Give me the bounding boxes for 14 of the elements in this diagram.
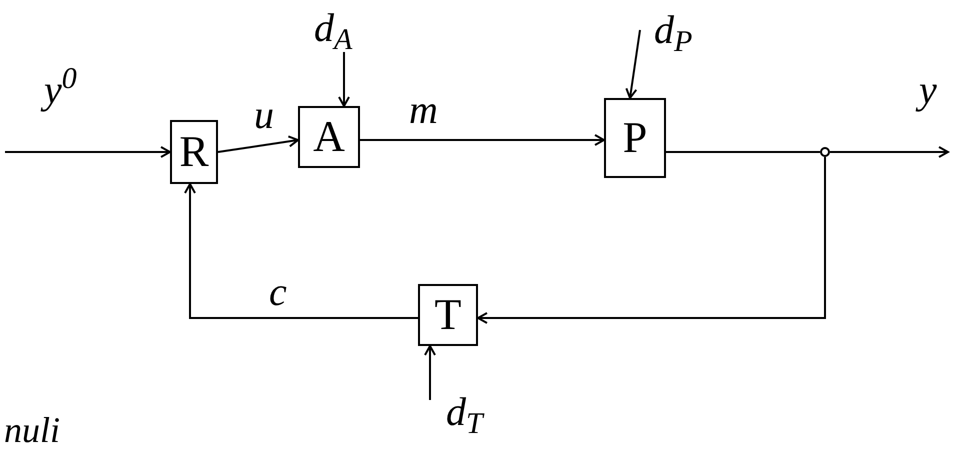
arrow bbox=[477, 157, 826, 324]
block-box: T bbox=[418, 284, 478, 346]
block-box: P bbox=[604, 98, 666, 178]
arrow bbox=[625, 30, 641, 99]
note-text: nuli bbox=[4, 412, 60, 448]
arrow bbox=[184, 183, 418, 319]
arrow bbox=[830, 146, 949, 158]
arrow bbox=[424, 345, 436, 400]
arrow bbox=[218, 135, 299, 153]
arrow bbox=[5, 146, 171, 158]
block-box: R bbox=[170, 120, 218, 184]
arrow bbox=[360, 134, 605, 146]
arrow bbox=[338, 52, 350, 107]
block-box: A bbox=[298, 106, 360, 168]
